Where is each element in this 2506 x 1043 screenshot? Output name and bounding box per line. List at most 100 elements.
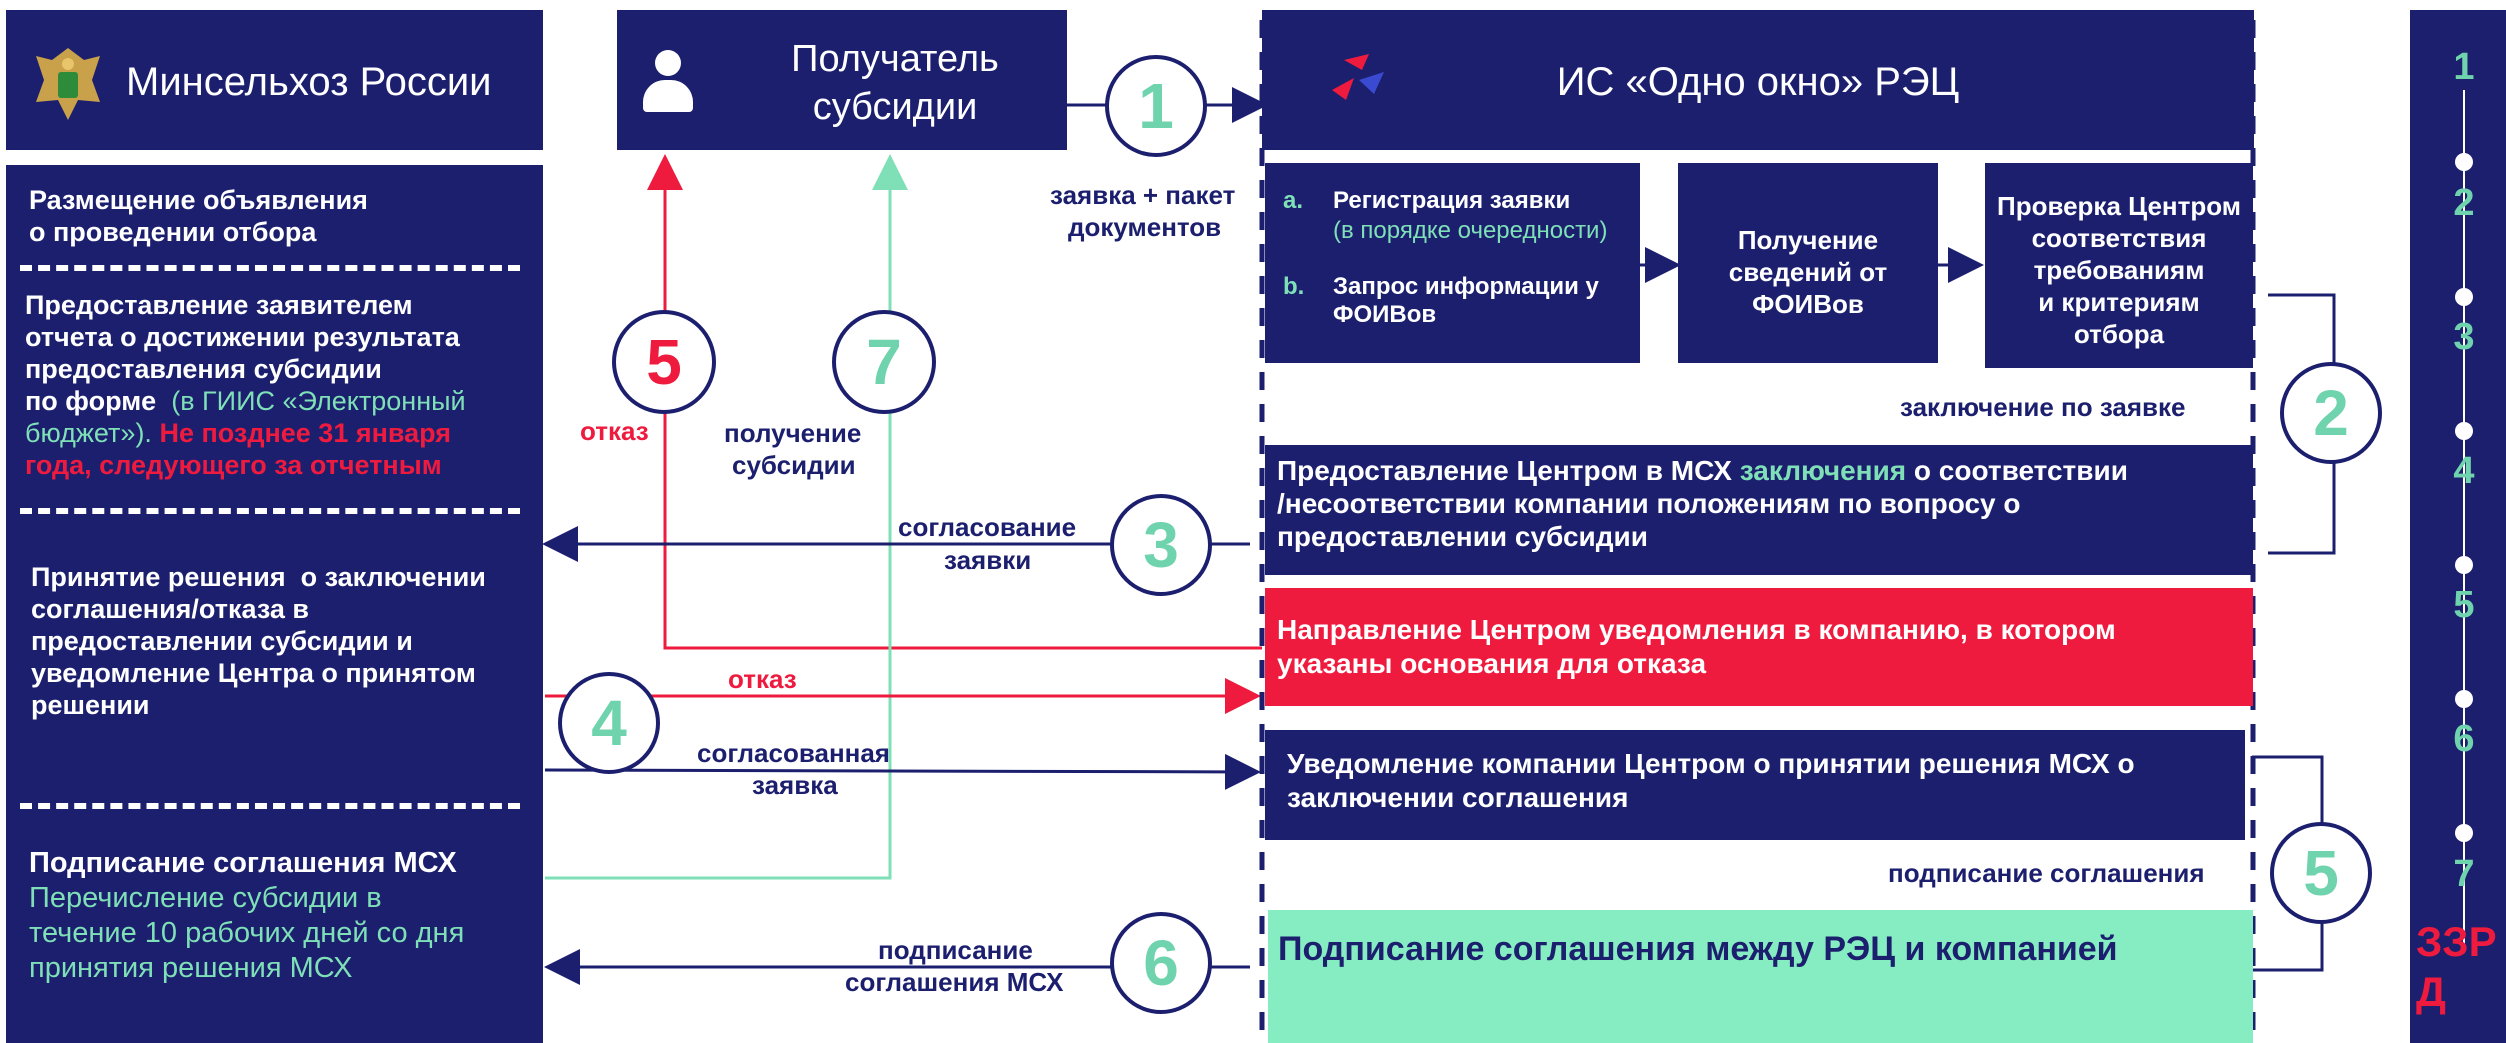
recipient-title-line1: Получатель (791, 38, 999, 80)
s3-line2: соглашения/отказа в (31, 594, 310, 624)
badge-1: 1 (1105, 55, 1207, 157)
system-title: ИС «Одно окно» РЭЦ (1556, 60, 1960, 104)
label-msx-sign-2: соглашения МСХ (845, 967, 1064, 997)
ministry-actions-panel: Размещение объявления о проведении отбор… (6, 165, 543, 1043)
timeline-step-2: 2 (2453, 182, 2475, 224)
a-note: (в порядке очередности) (1333, 217, 1608, 244)
timeline-dot (2455, 690, 2473, 708)
badge-7: 7 (832, 310, 936, 414)
s2-line6: года, следующего за отчетным (25, 450, 442, 480)
user-icon (641, 50, 695, 114)
label-application-2: документов (1068, 212, 1222, 242)
check-line1: Проверка Центром (1997, 191, 2241, 221)
registration-box: a. Регистрация заявки (в порядке очередн… (1265, 163, 1640, 363)
label-approved-2: заявка (752, 770, 838, 800)
timeline-panel: 1 2 3 4 5 6 7 ЗЗР Д (2410, 10, 2506, 1043)
badge-5-signing: 5 (2270, 822, 2372, 924)
timeline-step-6: 6 (2453, 718, 2475, 760)
system-header: ИС «Одно окно» РЭЦ (1262, 10, 2254, 150)
timeline-step-4: 4 (2453, 450, 2475, 492)
badge-3: 3 (1110, 494, 1212, 596)
provide-line3: предоставлении субсидии (1277, 521, 1648, 552)
check-box: Проверка Центром соответствия требования… (1985, 163, 2253, 368)
timeline-step-7: 7 (2453, 853, 2475, 895)
s2-line3: предоставления субсидии (25, 354, 382, 384)
recipient-header: Получатель субсидии (617, 10, 1067, 150)
badge-2: 2 (2280, 362, 2382, 464)
label-approve-1: согласование (898, 512, 1077, 542)
ministry-header: Минсельхоз России (6, 10, 543, 150)
badge-6: 6 (1110, 912, 1212, 1014)
timeline-step-1: 1 (2453, 46, 2475, 88)
foiv-data-box: Получение сведений от ФОИВов (1678, 163, 1938, 363)
timeline-step-3: 3 (2453, 316, 2475, 358)
emblem-icon (26, 42, 110, 126)
get-line3: ФОИВов (1752, 289, 1864, 319)
s3-line3: предоставлении субсидии и (31, 626, 413, 656)
arrow-approved-to-system (544, 753, 1261, 790)
conclusion-label: заключение по заявке (1900, 392, 2186, 422)
notify-box: Уведомление компании Центром о принятии … (1265, 730, 2245, 840)
recipient-title-line2: субсидии (812, 86, 978, 128)
timeline-dot (2455, 288, 2473, 306)
s2-line4a: по форме (25, 386, 164, 416)
conclusion-box: Предоставление Центром в МСХ заключения … (1265, 445, 2253, 575)
b-line1: Запрос информации у (1333, 273, 1599, 300)
s4-line3: принятия решения МСХ (29, 952, 353, 984)
label-refusal-mid: отказ (728, 664, 797, 694)
a-marker: a. (1283, 187, 1304, 214)
s4-line1: Перечисление субсидии в (29, 882, 382, 914)
provide-line1b: заключения (1739, 455, 1907, 486)
label-approve-2: заявки (944, 545, 1032, 575)
divider-2 (20, 508, 520, 514)
s2-line1: Предоставление заявителем (25, 290, 413, 320)
divider-1 (20, 265, 520, 271)
b-line2: ФОИВов (1333, 301, 1437, 328)
rec-logo-icon (1324, 50, 1394, 110)
s1-line1: Размещение объявления (29, 185, 368, 215)
provide-line1c: о соответствии (1906, 455, 2128, 486)
divider-3 (20, 803, 520, 809)
refusal-line2: указаны основания для отказа (1277, 648, 1707, 679)
s4-line2: течение 10 рабочих дней со дня (29, 917, 465, 949)
notify-line1: Уведомление компании Центром о принятии … (1287, 748, 2135, 779)
provide-line2: /несоответствии компании положениям по в… (1277, 488, 2021, 519)
check-line3: требованиям (2033, 255, 2205, 285)
label-receive-1: получение (724, 418, 862, 448)
s2-line5b: Не позднее 31 января (151, 418, 452, 448)
s1-line2: о проведении отбора (29, 217, 317, 247)
timeline-dot (2455, 153, 2473, 171)
timeline-end-line2: Д (2416, 968, 2446, 1015)
check-line2: соответствия (2031, 223, 2207, 253)
label-refusal-top: отказ (580, 416, 649, 446)
get-line1: Получение (1737, 225, 1879, 255)
check-line4: и критериям (2038, 287, 2200, 317)
signing-box: Подписание соглашения между РЭЦ и компан… (1268, 910, 2253, 1043)
a-title: Регистрация заявки (1333, 187, 1571, 214)
check-line5: отбора (2073, 319, 2165, 349)
label-msx-sign-1: подписание (878, 935, 1033, 965)
badge-4: 4 (558, 672, 660, 774)
timeline-dot (2455, 824, 2473, 842)
s2-line5: бюджет»). Не позднее 31 января (25, 418, 451, 449)
notify-line2: заключении соглашения (1287, 782, 1629, 813)
s3-line1: Принятие решения о заключении (31, 562, 486, 592)
timeline-dot (2455, 422, 2473, 440)
s3-line5: решении (31, 690, 150, 720)
timeline-step-5: 5 (2453, 584, 2475, 626)
s2-line4: по форме (в ГИИС «Электронный (25, 386, 466, 417)
label-application-1: заявка + пакет (1050, 180, 1236, 210)
s3-line4: уведомление Центра о принятом (31, 658, 476, 688)
get-line2: сведений от (1728, 257, 1888, 287)
s4-title: Подписание соглашения МСХ (29, 847, 457, 879)
s2-line5a: бюджет»). (25, 418, 152, 448)
ministry-title: Минсельхоз России (126, 60, 492, 104)
b-marker: b. (1283, 273, 1305, 300)
s2-line2: отчета о достижении результата (25, 322, 460, 352)
badge-5-refusal: 5 (612, 310, 716, 414)
label-approved-1: согласованная (697, 738, 890, 768)
label-receive-2: субсидии (732, 450, 856, 480)
refusal-line1: Направление Центром уведомления в компан… (1277, 614, 2116, 645)
timeline-end-line1: ЗЗР (2416, 918, 2497, 965)
provide-line1: Предоставление Центром в МСХ заключения … (1277, 455, 2128, 487)
